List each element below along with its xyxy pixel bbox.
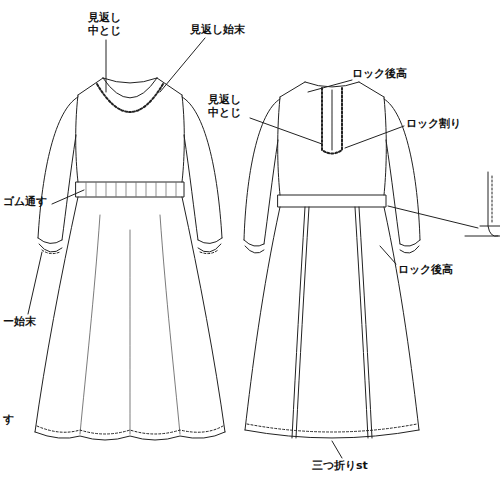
callout-label: ゴム通す bbox=[3, 196, 47, 209]
callout-label: 見返し 中とじ bbox=[206, 94, 242, 119]
callout-label: 三つ折りst bbox=[312, 460, 368, 473]
callout-label: ロック後高 bbox=[352, 68, 407, 81]
callout-label: ロック割り bbox=[406, 118, 461, 131]
callout-label: 見返し 中とじ bbox=[86, 12, 122, 37]
callout-label: ー始末 bbox=[3, 316, 36, 329]
callout-label: ロック後高 bbox=[398, 264, 453, 277]
callout-label: 見返し始末 bbox=[190, 24, 245, 37]
callout-label: す bbox=[3, 414, 14, 427]
